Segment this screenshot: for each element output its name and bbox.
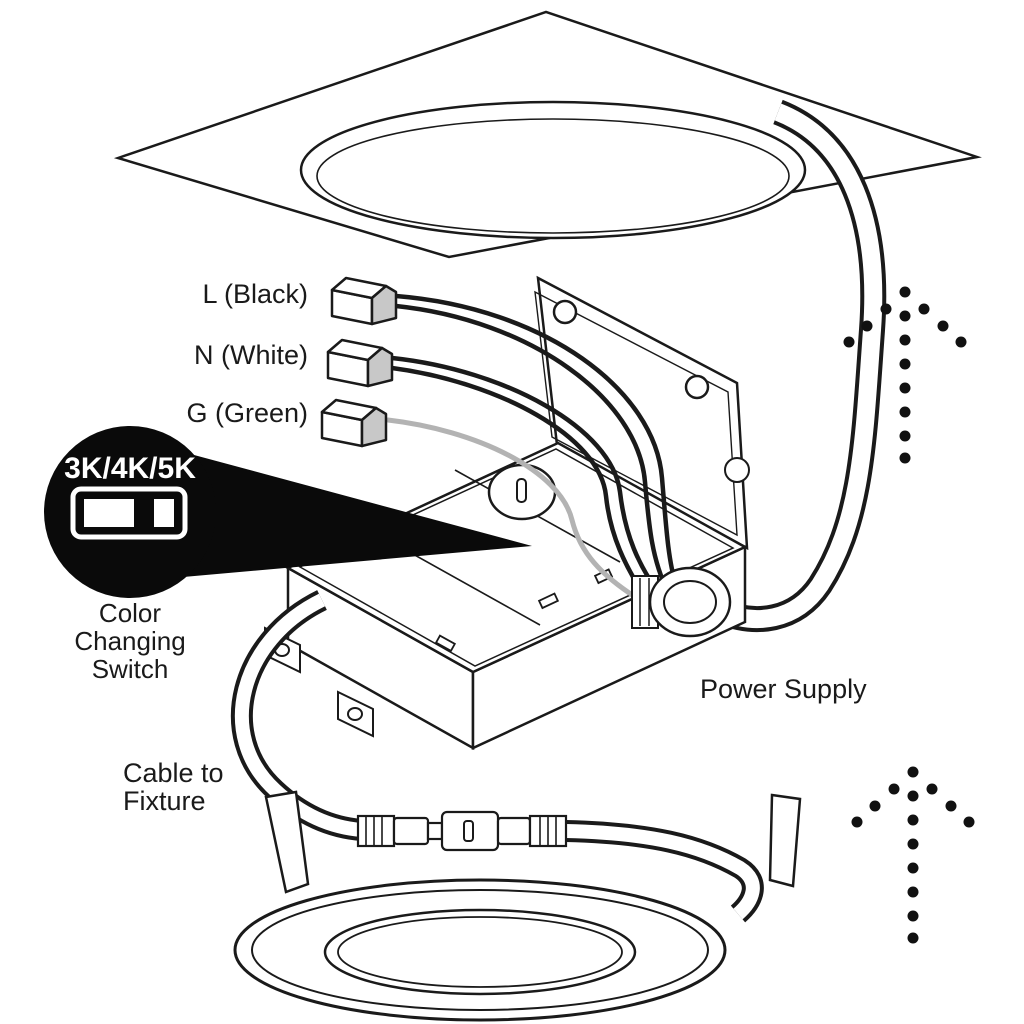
label-power-supply: Power Supply [700,674,867,704]
wire-connectors [320,276,398,448]
spring-clip [264,790,310,894]
dotted-up-arrow-icon [851,766,975,944]
wire-connector-l [330,276,398,326]
diagram-labels: L (Black) N (White) G (Green) Color Chan… [74,279,867,816]
lid-screw-hole [684,374,710,400]
ceiling-panel [113,10,982,259]
color-switch-callout: 3K/4K/5K [44,426,532,598]
fixture-lens [323,908,637,996]
cable-to-fixture [231,590,764,923]
label-wire-g: G (Green) [186,398,308,428]
spring-clip [768,793,802,888]
line-wire [393,293,679,588]
wire-connector-g [320,398,388,448]
line-wire [393,303,671,595]
label-callout-line2: Changing [74,626,185,656]
cable-connector [356,810,568,852]
callout-switch-label: 3K/4K/5K [64,452,196,485]
neutral-wire [389,365,653,607]
label-callout-line1: Color [99,598,161,628]
wiring [385,293,679,607]
label-callout-line3: Switch [92,654,169,684]
junction-box [264,275,750,751]
callout-pointer [168,448,532,578]
color-switch-icon [70,486,188,540]
knockout-slot [434,634,457,653]
fixture-trim-ring [233,878,727,1022]
box-opening [285,441,748,674]
lid-screw-hole [552,299,578,325]
power-supply-cable [717,99,887,632]
switch-knob [134,499,154,527]
wire-connector-n [326,338,394,388]
ground-wire [385,417,643,603]
label-cable-line2: Fixture [123,786,206,816]
neutral-wire [389,355,665,601]
lid-notch [724,457,750,483]
box-grommet [487,463,557,521]
knockout-slot [537,592,560,610]
label-wire-n: N (White) [194,340,308,370]
light-fixture [233,790,802,1022]
label-wire-l: L (Black) [202,279,308,309]
label-cable-line1: Cable to [123,758,224,788]
strain-relief [631,566,732,638]
ceiling-hole [299,100,807,240]
